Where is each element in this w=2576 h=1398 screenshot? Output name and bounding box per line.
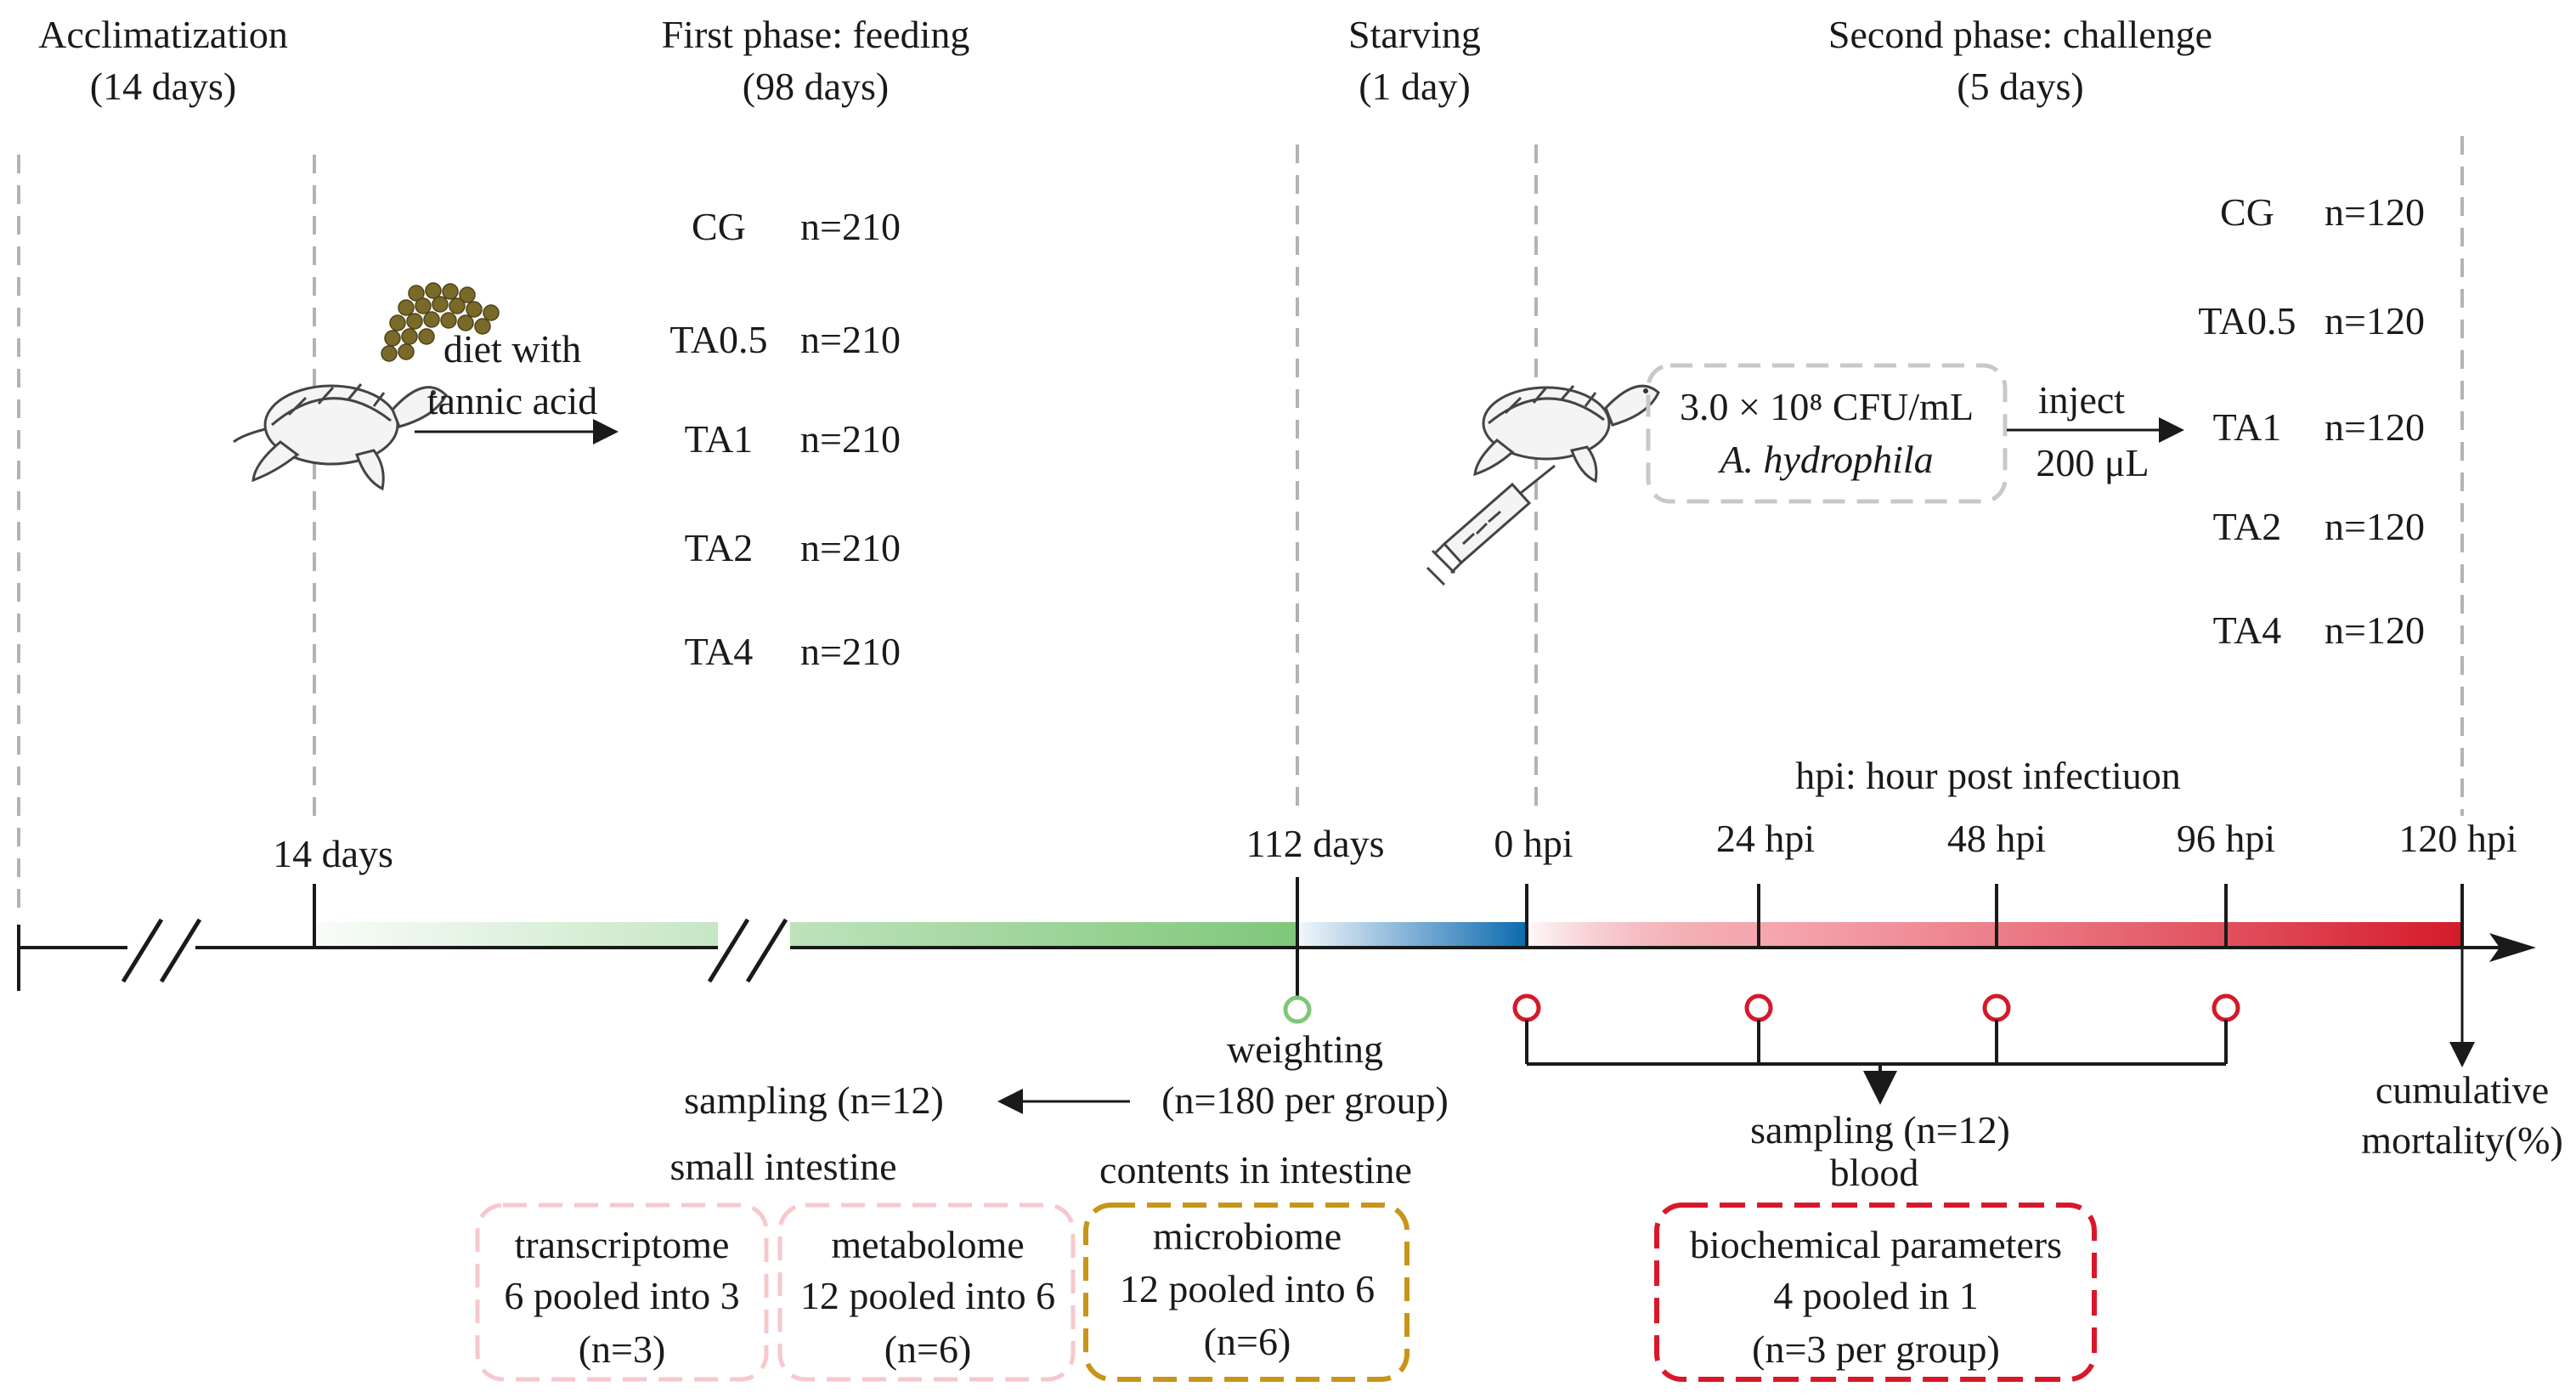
phase-title: Second phase: challenge — [1828, 13, 2212, 56]
transcriptome-box: transcriptome 6 pooled into 3 (n=3) — [475, 1203, 769, 1382]
group-count: n=210 — [800, 526, 901, 569]
food-pellets-icon — [381, 282, 500, 362]
mortality-line2: mortality(%) — [2361, 1118, 2563, 1162]
group-count: n=120 — [2325, 608, 2425, 652]
group-count: n=120 — [2325, 405, 2425, 449]
tick-label: 48 hpi — [1947, 817, 2046, 860]
syringe-icon — [1426, 464, 1556, 586]
box-line2: 6 pooled into 3 — [504, 1274, 739, 1317]
small-intestine-label: small intestine — [669, 1145, 896, 1188]
metabolome-box: metabolome 12 pooled into 6 (n=6) — [777, 1203, 1076, 1382]
microbiome-box: microbiome 12 pooled into 6 (n=6) — [1083, 1203, 1409, 1382]
mortality-label: cumulative mortality(%) — [2361, 1068, 2563, 1162]
diet-line2: tannic acid — [427, 379, 598, 422]
phase-duration: (5 days) — [1957, 65, 2083, 108]
group-name: TA4 — [685, 630, 754, 673]
mortality-line1: cumulative — [2375, 1068, 2549, 1112]
box-line3: (n=3 per group) — [1752, 1327, 2000, 1371]
box-line1: microbiome — [1153, 1214, 1342, 1258]
tick-label: 96 hpi — [2177, 817, 2275, 860]
diet-label: diet with tannic acid — [427, 327, 598, 422]
phase-feeding: First phase: feeding (98 days) — [662, 13, 970, 108]
pathogen-box: 3.0 × 10⁸ CFU/mL A. hydrophila — [1646, 363, 2008, 504]
box-line1: transcriptome — [515, 1223, 730, 1266]
group-count: n=120 — [2325, 190, 2425, 234]
box-line3: (n=3) — [579, 1327, 666, 1371]
weighting-line1: weighting — [1227, 1027, 1383, 1071]
box-line1: biochemical parameters — [1690, 1223, 2062, 1266]
pathogen-dose: 3.0 × 10⁸ CFU/mL — [1680, 385, 1974, 428]
phase-challenge: Second phase: challenge (5 days) — [1828, 13, 2212, 108]
phase-starving: Starving (1 day) — [1348, 13, 1481, 108]
biochemical-box: biochemical parameters 4 pooled in 1 (n=… — [1654, 1203, 2097, 1382]
sampling-feed-label: sampling (n=12) — [684, 1078, 944, 1122]
sampling-bracket — [1525, 1020, 2228, 1105]
sampling-marker — [1512, 993, 1541, 1022]
group-count: n=210 — [800, 630, 901, 673]
starving-bar — [1297, 922, 1527, 948]
tick-label: 14 days — [273, 832, 393, 875]
phase-acclimatization: Acclimatization (14 days) — [38, 13, 288, 108]
weighting-label: weighting (n=180 per group) — [1161, 1027, 1449, 1122]
diet-line1: diet with — [443, 327, 581, 371]
timeline-labels: 14 days 112 days 0 hpi 24 hpi 48 hpi 96 … — [273, 817, 2517, 875]
group-name: TA1 — [685, 417, 754, 461]
challenge-sampling-markers — [1512, 993, 2240, 1022]
phase-title: Acclimatization — [38, 13, 288, 56]
group-count: n=210 — [800, 417, 901, 461]
phase-title: Starving — [1348, 13, 1481, 56]
phase-title: First phase: feeding — [662, 13, 970, 56]
box-line3: (n=6) — [1204, 1320, 1291, 1363]
group-name: TA0.5 — [2198, 299, 2296, 342]
group-count: n=120 — [2325, 505, 2425, 548]
sampling-marker — [1744, 993, 1773, 1022]
group-name: TA4 — [2213, 608, 2282, 652]
hpi-note: hpi: hour post infectiuon — [1795, 754, 2181, 797]
weighting-line2: (n=180 per group) — [1161, 1078, 1449, 1122]
group-name: CG — [692, 205, 746, 248]
group-count: n=120 — [2325, 299, 2425, 342]
sampling-marker — [1982, 993, 2011, 1022]
group-name: TA1 — [2213, 405, 2282, 449]
pathogen-species: A. hydrophila — [1717, 438, 1933, 481]
phase-duration: (98 days) — [743, 65, 889, 108]
tick-label: 0 hpi — [1494, 822, 1573, 865]
sampling-blood-line2: blood — [1830, 1151, 1919, 1194]
group-name: CG — [2220, 190, 2274, 234]
group-name: TA0.5 — [669, 318, 767, 361]
group-name: TA2 — [685, 526, 754, 569]
axis-break — [121, 918, 202, 983]
box-line1: metabolome — [831, 1223, 1024, 1266]
inject-line1: inject — [2038, 378, 2125, 422]
box-line2: 4 pooled in 1 — [1773, 1274, 1978, 1317]
blood-sampling-label: sampling (n=12) blood — [1750, 1108, 2010, 1194]
inject-line2: 200 μL — [2036, 441, 2149, 484]
sampling-blood-line1: sampling (n=12) — [1750, 1108, 2010, 1152]
box-line3: (n=6) — [884, 1327, 972, 1371]
challenge-group-list: CG n=120 TA0.5 n=120 TA1 n=120 TA2 n=120… — [2198, 190, 2425, 652]
phase-dividers — [17, 136, 2464, 916]
sampling-marker — [2212, 993, 2240, 1022]
inject-label: inject 200 μL — [2036, 378, 2149, 484]
phase-duration: (1 day) — [1359, 65, 1471, 108]
timeline-axis — [17, 925, 2536, 991]
tick-label: 120 hpi — [2398, 817, 2517, 860]
weighing-marker — [1283, 995, 1312, 1024]
box-line2: 12 pooled into 6 — [800, 1274, 1055, 1317]
group-count: n=210 — [800, 318, 901, 361]
turtle-icon — [233, 383, 448, 491]
feeding-group-list: CG n=210 TA0.5 n=210 TA1 n=210 TA2 n=210… — [669, 205, 901, 673]
group-count: n=210 — [800, 205, 901, 248]
feeding-bar — [314, 922, 1297, 948]
box-line2: 12 pooled into 6 — [1120, 1267, 1375, 1310]
intestine-contents-label: contents in intestine — [1099, 1148, 1412, 1191]
axis-break — [707, 918, 790, 983]
phase-duration: (14 days) — [90, 65, 236, 108]
timeline-ticks — [313, 877, 2464, 999]
tick-label: 112 days — [1246, 822, 1384, 865]
group-name: TA2 — [2213, 505, 2282, 548]
tick-label: 24 hpi — [1716, 817, 1815, 860]
turtle-icon — [1473, 384, 1660, 484]
